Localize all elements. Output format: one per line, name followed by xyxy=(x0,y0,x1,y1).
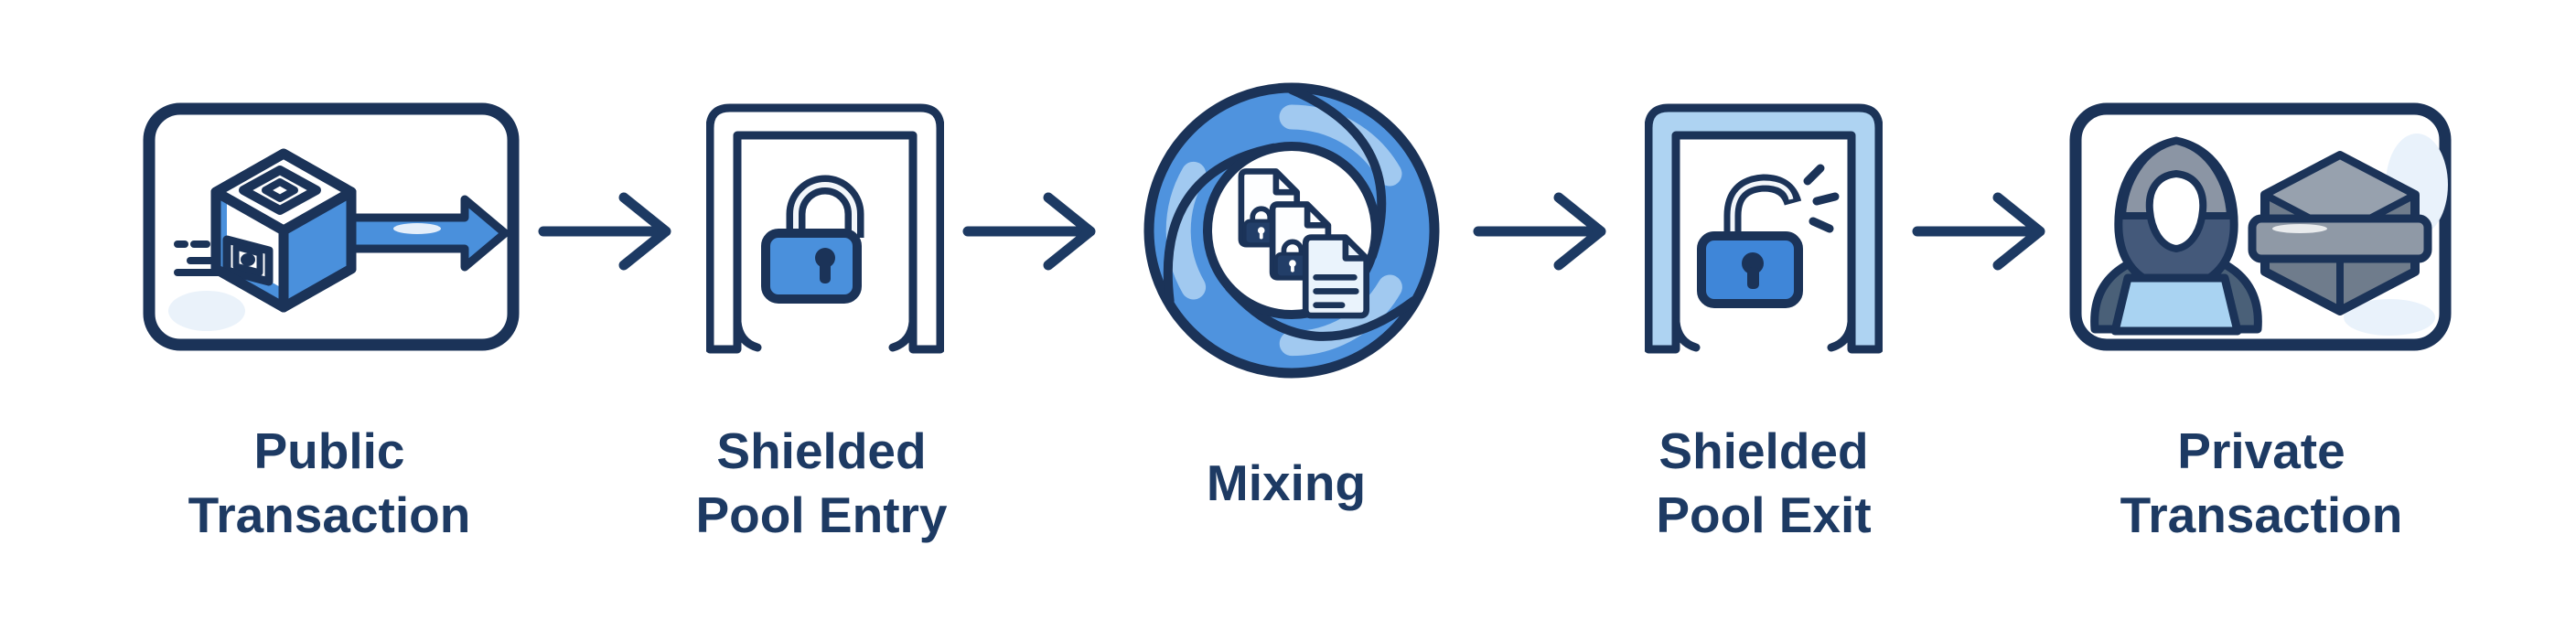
card-highlight xyxy=(168,291,245,331)
arrow-right-icon xyxy=(538,192,671,271)
stage-label-shielded-pool-entry: Shielded Pool Entry xyxy=(695,422,948,543)
shuffled-documents xyxy=(1238,168,1370,319)
gateway-frame xyxy=(1645,103,1883,354)
stage-label-shielded-pool-exit: Shielded Pool Exit xyxy=(1656,422,1872,543)
stage-public-transaction xyxy=(143,102,520,351)
unlocked-padlock-icon xyxy=(1697,164,1840,308)
click-sparkles xyxy=(1803,164,1840,233)
anonymous-user-and-masked-block-card-icon xyxy=(2069,102,2452,351)
locked-padlock-icon xyxy=(761,175,864,304)
stage-label-private-transaction: Private Transaction xyxy=(2120,422,2403,543)
stage-mixing xyxy=(1136,75,1447,386)
arrow-right-icon xyxy=(1912,192,2045,271)
unlocked-gateway-icon xyxy=(1645,103,1883,354)
stage-label-public-transaction: Public Transaction xyxy=(188,422,471,543)
stage-label-mixing: Mixing xyxy=(1206,454,1367,511)
connector-1 xyxy=(538,181,675,282)
stage-shielded-pool-exit xyxy=(1645,101,1883,357)
connector-3 xyxy=(1473,181,1610,282)
stage-private-transaction xyxy=(2069,102,2452,351)
gateway-frame xyxy=(706,103,944,354)
cube-with-arrow-card-icon xyxy=(143,102,520,351)
locked-gateway-icon xyxy=(706,103,944,354)
connector-2 xyxy=(962,181,1100,282)
laptop-icon xyxy=(2110,273,2242,336)
arrow-right-icon xyxy=(962,192,1096,271)
stage-shielded-pool-entry xyxy=(706,101,944,357)
masked-block-icon xyxy=(2248,151,2432,315)
mixing-vortex-documents-icon xyxy=(1143,82,1440,379)
arrow-right-icon xyxy=(1473,192,1606,271)
connector-4 xyxy=(1912,181,2049,282)
anonymous-hacker-icon xyxy=(2090,136,2262,336)
